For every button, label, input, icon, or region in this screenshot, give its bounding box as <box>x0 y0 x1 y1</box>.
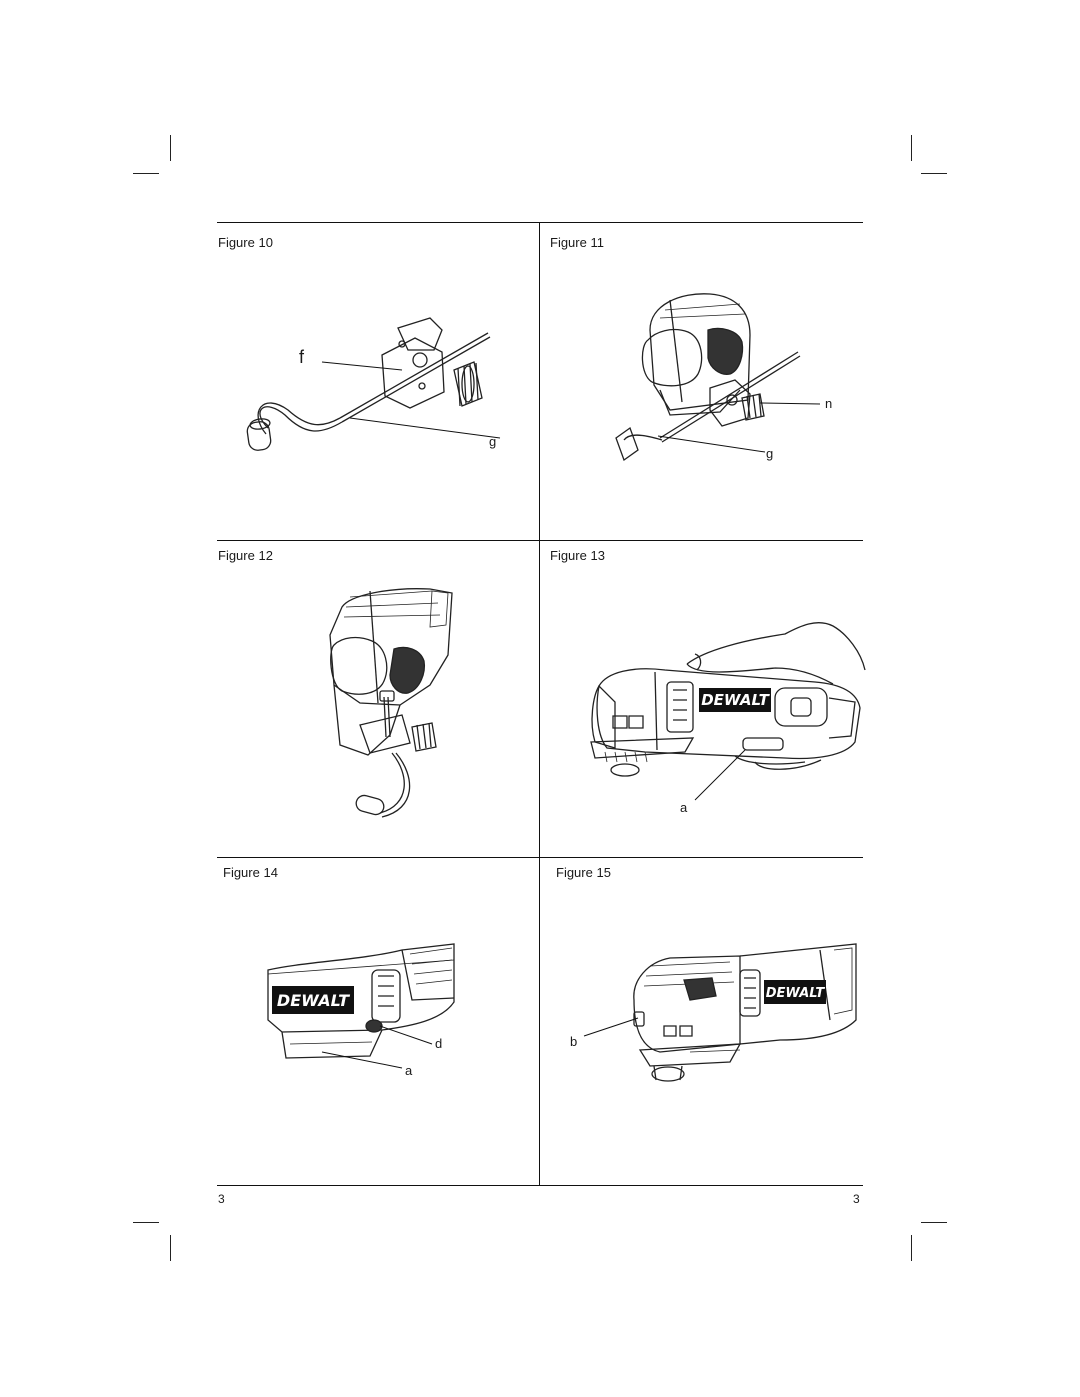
figure-10-title: Figure 10 <box>218 235 273 250</box>
grid-row-rule <box>217 857 863 858</box>
crop-mark <box>921 1222 947 1223</box>
grid-row-rule <box>217 540 863 541</box>
callout-f: f <box>299 347 305 367</box>
figure-12-illustration <box>320 585 470 825</box>
crop-mark <box>133 173 159 174</box>
callout-n: n <box>825 396 833 411</box>
figure-15-illustration: DEWALT <box>620 940 856 1090</box>
callout-g: g <box>489 434 497 449</box>
callout-a: a <box>680 800 688 815</box>
callout-a: a <box>405 1063 413 1078</box>
figure-14-illustration: DEWALT <box>262 940 462 1070</box>
figure-14-title: Figure 14 <box>223 865 278 880</box>
callout-d: d <box>435 1036 443 1051</box>
grid-top-rule <box>217 222 863 223</box>
crop-mark <box>170 1235 171 1261</box>
crop-mark <box>921 173 947 174</box>
page-number-left: 3 <box>218 1192 225 1206</box>
figure-11-illustration <box>610 290 840 470</box>
dewalt-logo: DEWALT <box>277 991 350 1010</box>
crop-mark <box>911 135 912 161</box>
figure-11-title: Figure 11 <box>550 235 604 250</box>
callout-b: b <box>570 1034 578 1049</box>
dewalt-logo: DEWALT <box>766 986 826 1001</box>
figure-12-title: Figure 12 <box>218 548 273 563</box>
grid-vertical-rule <box>539 222 540 1185</box>
figure-15-title: Figure 15 <box>556 865 611 880</box>
page-number-right: 3 <box>853 1192 860 1206</box>
figure-13-title: Figure 13 <box>550 548 605 563</box>
figure-10-illustration <box>230 300 530 470</box>
crop-mark <box>133 1222 159 1223</box>
figure-13-illustration: DEWALT <box>585 612 865 822</box>
grid-bottom-rule <box>217 1185 863 1186</box>
dewalt-logo: DEWALT <box>701 691 770 709</box>
crop-mark <box>911 1235 912 1261</box>
callout-g: g <box>766 446 774 461</box>
crop-mark <box>170 135 171 161</box>
